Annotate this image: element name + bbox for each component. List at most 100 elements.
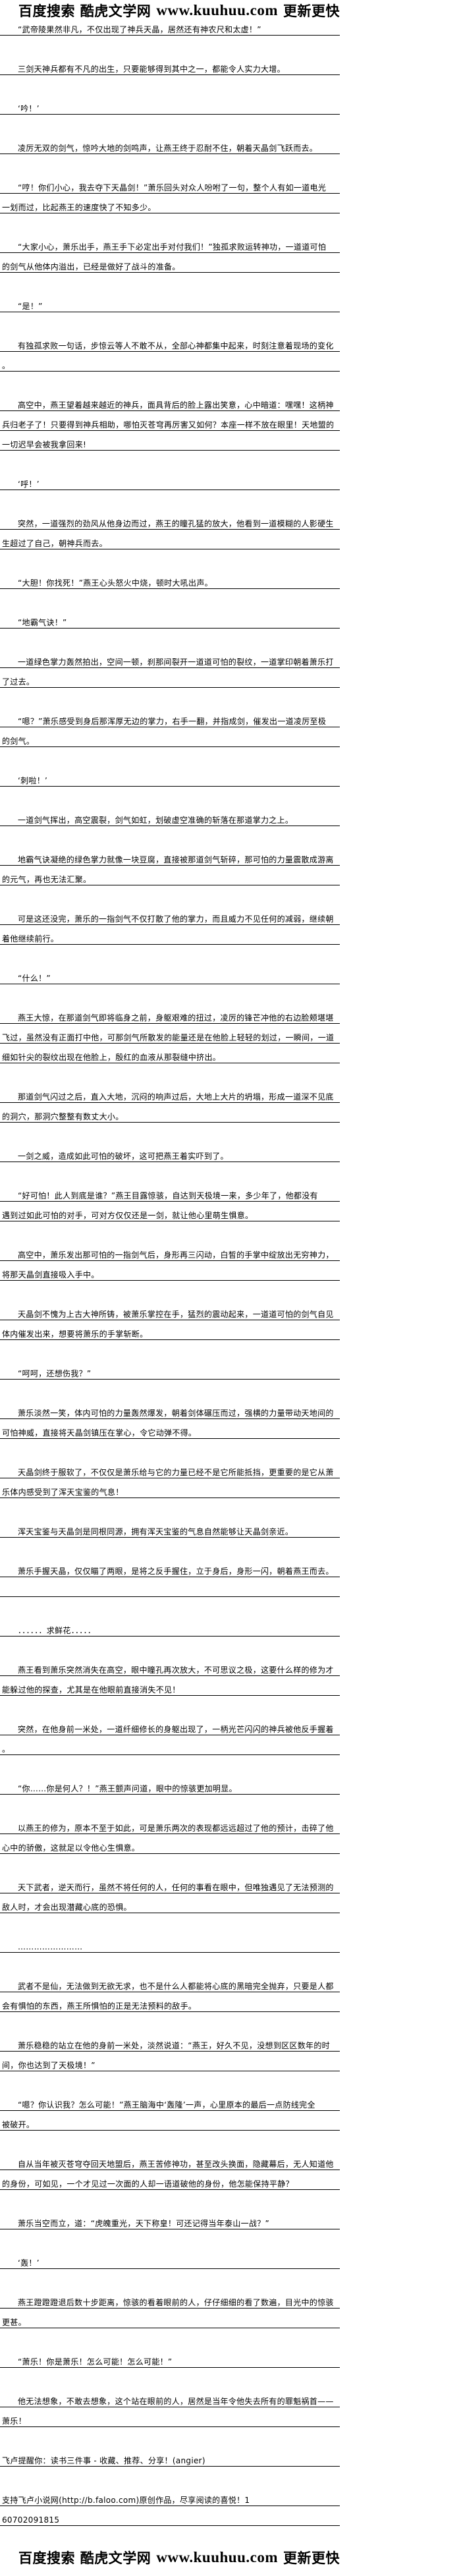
text-line-content: 有独孤求败一句话，步惊云等人不敢不从，全部心神都集中起来，时刻注意着现场的变化	[18, 341, 334, 350]
text-line: 心中的骄傲，这就足以令他心生惧意。	[0, 1834, 340, 1854]
paragraph: 突然，一道强烈的劲风从他身边而过，燕王的瞳孔猛的放大，他看到一道模糊的人影硬生生…	[0, 510, 340, 549]
text-line-content: 着他继续前行。	[2, 934, 59, 943]
paragraph: ‘呼！’	[0, 470, 340, 490]
paragraph-gap	[0, 2071, 340, 2091]
text-line: 乐体内感受到了浑天宝鉴的气息！	[0, 1478, 340, 1498]
text-line: 细如针尖的裂纹出现在他脸上，殷红的血液从那裂缝中挤出。	[0, 1044, 340, 1063]
text-line-content: 的剑气。	[2, 737, 35, 746]
paragraph: ‘吟！’	[0, 95, 340, 115]
text-line: “嗯？你认识我？怎么可能！”燕王脑海中‘轰隆’一声，心里原本的最后一点防线完全	[0, 2091, 340, 2111]
paragraph-gap	[0, 1795, 340, 1814]
text-line: 燕王蹬蹬蹬退后数十步距离，惊骇的看着眼前的人，仔仔细细的看了数遍，目光中的惊骇	[0, 2289, 340, 2309]
paragraph-gap	[0, 1063, 340, 1083]
text-line: 萧乐！	[0, 2407, 340, 2427]
paragraph: “什么！”	[0, 965, 340, 984]
text-line: 天晶剑终于服软了，不仅仅是萧乐给与它的力量已经不是它所能抵挡，更重要的是它从萧	[0, 1459, 340, 1478]
watermark-banner-top: 百度搜索 酷虎文学网 www.kuuhuu.com 更新更快	[18, 2, 340, 19]
paragraph: “哼！你们小心，我去夺下天晶剑！”萧乐回头对众人吩咐了一句，整个人有如一道电光一…	[0, 174, 340, 213]
text-line-content: 细如针尖的裂纹出现在他脸上，殷红的血液从那裂缝中挤出。	[2, 1053, 221, 1062]
text-line-content: 可是这还没完，萧乐的一指剑气不仅打散了他的掌力，而且威力不见任何的减弱，继续朝	[18, 914, 334, 924]
text-line-content: ‘轰！’	[18, 2258, 40, 2268]
text-line: 地霸气诀凝绝的绿色掌力就像一块豆腐，直接被那道剑气斩碎，那可怕的力量震散成游离	[0, 846, 340, 866]
paragraph: 燕王蹬蹬蹬退后数十步距离，惊骇的看着眼前的人，仔仔细细的看了数遍，目光中的惊骇更…	[0, 2289, 340, 2328]
footer-reminder-line: 飞卢提醒你：读书三件事 - 收藏、推荐、分享！(angier)	[0, 2447, 340, 2467]
text-line-content: 心中的骄傲，这就足以令他心生惧意。	[2, 1843, 140, 1853]
text-line: 的剑气从他体内溢出，已经是做好了战斗的准备。	[0, 253, 340, 273]
text-line: 敌人时，才会出现潜藏心底的恐惧。	[0, 1893, 340, 1913]
text-line: 萧乐手握天晶，仅仅瞄了两眼，是将之反手握住，立于身后，身形一闪，朝着燕王而去。	[0, 1557, 340, 1577]
text-line: 能躲过他的探查，尤其是在他眼前直接消失不见！	[0, 1676, 340, 1696]
text-line-content: ‘刺啦！’	[18, 776, 48, 785]
text-line: 他无法想象，不敢去想象，这个站在眼前的人，居然是当年令他失去所有的罪魁祸首——	[0, 2388, 340, 2407]
text-line: 那道剑气闪过之后，直入大地，沉闷的响声过后，大地上大片的坍塌，形成一道深不见底	[0, 1083, 340, 1103]
text-line-content: 天晶剑不愧为上古大神所铸，被萧乐掌控在手，猛烈的震动起来，一道道可怕的剑气自见	[18, 1310, 334, 1319]
text-line: 高空中，燕王望着越来越近的神兵，面具背后的脸上露出笑意，心中暗道：嘿嘿！这柄神	[0, 391, 340, 411]
text-line-content: 间，你也达到了天极境！”	[2, 2061, 95, 2070]
text-line-content: 天晶剑终于服软了，不仅仅是萧乐给与它的力量已经不是它所能抵挡，更重要的是它从萧	[18, 1468, 334, 1477]
text-line-content: 天下武者，逆天而行，虽然不将任何的人，任何的事看在眼中，但唯独遇见了无法预测的	[18, 1883, 334, 1892]
paragraph-gap	[0, 787, 340, 806]
paragraph: 可是这还没完，萧乐的一指剑气不仅打散了他的掌力，而且威力不见任何的减弱，继续朝着…	[0, 905, 340, 945]
text-line: 天晶剑不愧为上古大神所铸，被萧乐掌控在手，猛烈的震动起来，一道道可怕的剑气自见	[0, 1301, 340, 1320]
paragraph: “武帝陵果然非凡，不仅出现了神兵天晶，居然还有神农尺和太虚！”	[0, 16, 340, 36]
text-line: 凌厉无双的剑气，惊吟大地的剑鸣声，让燕王终于忍耐不住，朝着天晶剑飞跃而去。	[0, 134, 340, 154]
text-line-content: 的元气，再也无法汇聚。	[2, 875, 92, 884]
paragraph: 突然，在他身前一米处，一道纤细修长的身躯出现了，一柄光芒闪闪的神兵被他反手握着。	[0, 1716, 340, 1755]
paragraph: ‘轰！’	[0, 2249, 340, 2269]
paragraph-gap	[0, 629, 340, 648]
paragraph: 高空中，燕王望着越来越近的神兵，面具背后的脸上露出笑意，心中暗道：嘿嘿！这柄神兵…	[0, 391, 340, 451]
paragraph: 地霸气诀凝绝的绿色掌力就像一块豆腐，直接被那道剑气斩碎，那可怕的力量震散成游离的…	[0, 846, 340, 885]
paragraph: 以燕王的修为，原本不至于如此，可是萧乐两次的表现都远远超过了他的预计，击碎了他心…	[0, 1814, 340, 1854]
text-line-content: 。	[2, 1745, 11, 1754]
paragraph-gap	[0, 2190, 340, 2210]
paragraph-gap	[0, 490, 340, 510]
text-line: 将那天晶剑直接吸入手中。	[0, 1261, 340, 1281]
text-line: “是！”	[0, 293, 340, 312]
text-line-content: 一道剑气挥出，高空震裂，剑气如虹，划破虚空准确的斩落在那道掌力之上。	[18, 816, 294, 825]
paragraph: “地霸气诀！”	[0, 609, 340, 629]
paragraph: 天下武者，逆天而行，虽然不将任何的人，任何的事看在眼中，但唯独遇见了无法预测的敌…	[0, 1874, 340, 1913]
text-line: “地霸气诀！”	[0, 609, 340, 629]
paragraph-gap	[0, 1380, 340, 1399]
paragraph: 天晶剑终于服软了，不仅仅是萧乐给与它的力量已经不是它所能抵挡，更重要的是它从萧乐…	[0, 1459, 340, 1498]
text-line: 可怕神威，直接将天晶剑镇压在掌心，令它动弹不得。	[0, 1419, 340, 1439]
paragraph-gap	[0, 885, 340, 905]
text-line: 的身份，可如见，一个才见过一次面的人却一语道破他的身份，他怎能保持平静？	[0, 2170, 340, 2190]
text-line: ‘刺啦！’	[0, 767, 340, 787]
footer-reminder: 飞卢提醒你：读书三件事 - 收藏、推荐、分享！(angier)	[2, 2456, 205, 2465]
text-line-content: ‘呼！’	[18, 480, 40, 489]
text-line-content: 以燕王的修为，原本不至于如此，可是萧乐两次的表现都远远超过了他的预计，击碎了他	[18, 1824, 334, 1833]
watermark-left-text: 百度搜索 酷虎文学网	[18, 3, 151, 19]
paragraph: 自从当年被灭苍穹夺回天地盟后，燕王苦修神功，甚至改头换面，隐藏幕后，无人知道他的…	[0, 2150, 340, 2190]
text-line-content: 萧乐淡然一笑，体内可怕的力量轰然爆发，朝着剑体碾压而过，强横的力量带动天地间的	[18, 1409, 334, 1418]
text-line: 的剑气。	[0, 727, 340, 747]
paragraph-gap	[0, 1696, 340, 1716]
paragraph: 一剑之威，造成如此可怕的破坏，这可把燕王着实吓到了。	[0, 1142, 340, 1162]
text-line-content: “什么！”	[18, 974, 51, 983]
paragraph-gap	[0, 154, 340, 174]
watermark-right-text: 更新更快	[283, 3, 340, 19]
text-line: 天下武者，逆天而行，虽然不将任何的人，任何的事看在眼中，但唯独遇见了无法预测的	[0, 1874, 340, 1893]
text-line-content: 可怕神威，直接将天晶剑镇压在掌心，令它动弹不得。	[2, 1428, 197, 1438]
paragraph-gap	[0, 688, 340, 708]
paragraph: 燕王大惊，在那道剑气即将临身之前，身躯艰难的扭过，凌厉的锋芒冲他的右边脸颊堪堪飞…	[0, 1004, 340, 1063]
text-line: 高空中，萧乐发出那可怕的一指剑气后，身形再三闪动，白皙的手掌中绽放出无穷神力，	[0, 1241, 340, 1261]
paragraph-gap	[0, 1597, 340, 1617]
watermark-right-text: 更新更快	[283, 2550, 340, 2566]
paragraph-gap	[0, 1854, 340, 1874]
paragraph: 那道剑气闪过之后，直入大地，沉闷的响声过后，大地上大片的坍塌，形成一道深不见底的…	[0, 1083, 340, 1123]
text-line: 的元气，再也无法汇聚。	[0, 866, 340, 885]
text-line: ‘轰！’	[0, 2249, 340, 2269]
paragraph-gap	[0, 1498, 340, 1518]
text-line: 一剑之威，造成如此可怕的破坏，这可把燕王着实吓到了。	[0, 1142, 340, 1162]
text-line: ‘呼！’	[0, 470, 340, 490]
text-line: 萧乐稳稳的站立在他的身前一米处，淡然说道：“燕王，好久不见，没想到区区数年的时	[0, 2032, 340, 2052]
paragraph: 一道绿色掌力轰然拍出，空间一顿，刹那间裂开一道道可怕的裂纹，一道掌印朝着萧乐打了…	[0, 648, 340, 688]
text-line: ‘吟！’	[0, 95, 340, 115]
paragraph: ．．．．．．求鲜花．．．．．	[0, 1617, 340, 1637]
text-line-content: 萧乐！	[2, 2417, 26, 2426]
paragraph-gap	[0, 1123, 340, 1142]
text-line: 更甚。	[0, 2309, 340, 2328]
text-line-content: 自从当年被灭苍穹夺回天地盟后，燕王苦修神功，甚至改头换面，隐藏幕后，无人知道他	[18, 2160, 334, 2169]
paragraph-gap	[0, 1913, 340, 1933]
